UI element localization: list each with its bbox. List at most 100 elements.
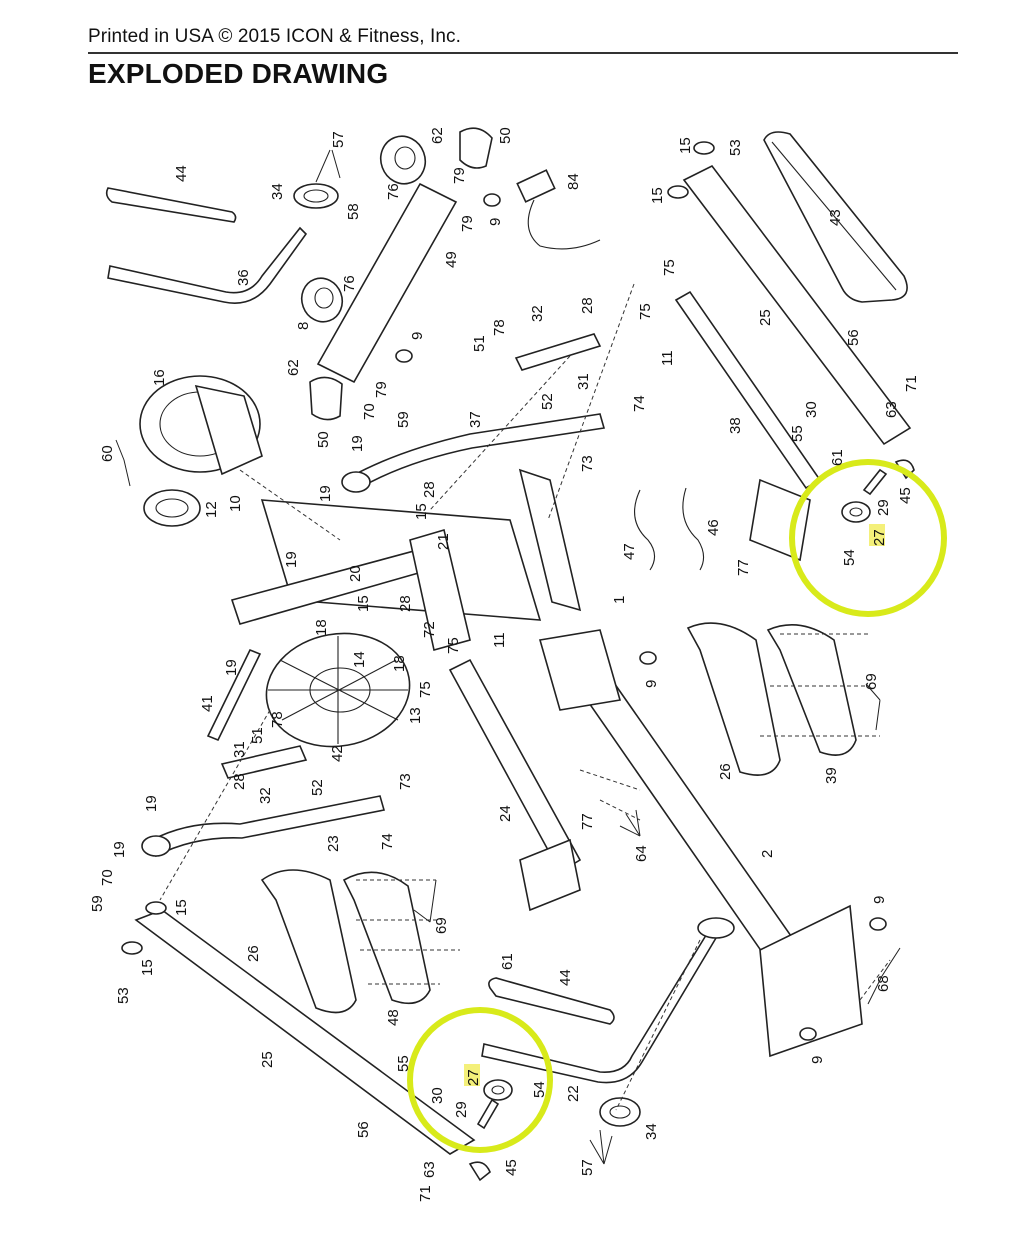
arm-23 xyxy=(151,795,386,858)
page-header: Printed in USA © 2015 ICON & Fitness, In… xyxy=(88,26,958,90)
pedal-48 xyxy=(342,871,431,1005)
part-label: 59 xyxy=(89,895,106,912)
part-label: 41 xyxy=(199,695,216,712)
part-label: 50 xyxy=(315,431,332,448)
part-label: 50 xyxy=(497,127,514,144)
part-label: 26 xyxy=(245,945,262,962)
part-label: 53 xyxy=(115,987,132,1004)
part-label: 23 xyxy=(325,835,342,852)
part-label: 77 xyxy=(735,559,752,576)
part-label: 18 xyxy=(313,619,330,636)
adapter-84 xyxy=(516,169,556,203)
part-label: 62 xyxy=(285,359,302,376)
rear-foot xyxy=(759,904,863,1058)
part-label: 75 xyxy=(637,303,654,320)
part-label: 15 xyxy=(649,187,666,204)
part-label: 25 xyxy=(757,309,774,326)
part-label: 2 xyxy=(759,850,776,858)
pedal-26-right xyxy=(686,622,781,776)
wheel-8-top xyxy=(379,135,427,185)
part-label: 54 xyxy=(531,1081,548,1098)
part-label: 38 xyxy=(727,417,744,434)
part-label: 57 xyxy=(330,131,347,148)
part-label: 31 xyxy=(231,741,248,758)
part-label: 52 xyxy=(309,779,326,796)
part-label: 16 xyxy=(151,369,168,386)
part-label: 79 xyxy=(373,381,390,398)
part-label: 9 xyxy=(409,332,426,340)
part-label: 28 xyxy=(579,297,596,314)
part-label: 56 xyxy=(355,1121,372,1138)
stabilizer-49 xyxy=(316,182,458,384)
part-label: 45 xyxy=(897,487,914,504)
axle-41 xyxy=(206,648,262,742)
part-label: 19 xyxy=(223,659,240,676)
part-label: 34 xyxy=(269,183,286,200)
part-label: 58 xyxy=(345,203,362,220)
part-label: 19 xyxy=(349,435,366,452)
highlight-bg-27-bottom xyxy=(464,1064,480,1086)
part-label: 12 xyxy=(203,501,220,518)
wheel-8-lower xyxy=(300,277,344,323)
part-label: 54 xyxy=(841,549,858,566)
part-label: 68 xyxy=(875,975,892,992)
part-label: 19 xyxy=(283,551,300,568)
part-label: 37 xyxy=(467,411,484,428)
link-31-lower xyxy=(220,745,308,779)
part-label: 79 xyxy=(451,167,468,184)
part-label: 30 xyxy=(429,1087,446,1104)
part-label: 79 xyxy=(459,215,476,232)
part-label: 13 xyxy=(407,707,424,724)
grip-44-lower xyxy=(488,977,615,1025)
part-label: 76 xyxy=(385,183,402,200)
part-label: 10 xyxy=(227,495,244,512)
part-label-highlighted: 27 xyxy=(465,1069,482,1086)
part-label: 9 xyxy=(487,218,504,226)
part-label: 1 xyxy=(611,596,628,604)
beam-2 xyxy=(578,679,814,979)
part-label: 56 xyxy=(845,329,862,346)
part-label: 44 xyxy=(557,969,574,986)
pedal-26-left xyxy=(260,869,357,1014)
part-label: 74 xyxy=(379,833,396,850)
part-label: 9 xyxy=(643,680,660,688)
part-label: 72 xyxy=(421,621,438,638)
hub-34-top xyxy=(293,183,339,209)
printed-line: Printed in USA © 2015 ICON & Fitness, In… xyxy=(88,26,462,47)
part-label: 19 xyxy=(111,841,128,858)
link-31-top xyxy=(514,333,602,371)
highlight-circle-top xyxy=(789,459,947,617)
part-label: 9 xyxy=(809,1056,826,1064)
part-label: 70 xyxy=(361,403,378,420)
part-label: 77 xyxy=(579,813,596,830)
part-label: 60 xyxy=(99,445,116,462)
bracket-38 xyxy=(749,478,811,562)
part-label: 28 xyxy=(421,481,438,498)
cap-50-top xyxy=(459,127,493,169)
header-rule xyxy=(88,52,958,54)
page-title: EXPLODED DRAWING xyxy=(88,58,389,89)
frame-1-post xyxy=(409,528,471,651)
part-label: 70 xyxy=(99,869,116,886)
part-label: 46 xyxy=(705,519,722,536)
part-label: 14 xyxy=(351,651,368,668)
part-label: 15 xyxy=(173,899,190,916)
part-label: 57 xyxy=(579,1159,596,1176)
leader-lines xyxy=(115,149,901,1165)
part-label-highlighted: 27 xyxy=(871,529,888,546)
part-label: 36 xyxy=(235,269,252,286)
part-label: 75 xyxy=(445,637,462,654)
part-labels: 57 62 50 44 34 76 79 58 9 79 84 15 53 15… xyxy=(89,127,920,1202)
part-label: 15 xyxy=(677,137,694,154)
line-art xyxy=(105,127,915,1182)
ring-12 xyxy=(143,489,201,527)
pedal-39 xyxy=(766,624,857,756)
part-label: 73 xyxy=(397,773,414,790)
part-label: 53 xyxy=(727,139,744,156)
part-label: 26 xyxy=(717,763,734,780)
part-label: 15 xyxy=(355,595,372,612)
handle-36 xyxy=(107,226,308,304)
part-label: 47 xyxy=(621,543,638,560)
part-label: 22 xyxy=(565,1085,582,1102)
